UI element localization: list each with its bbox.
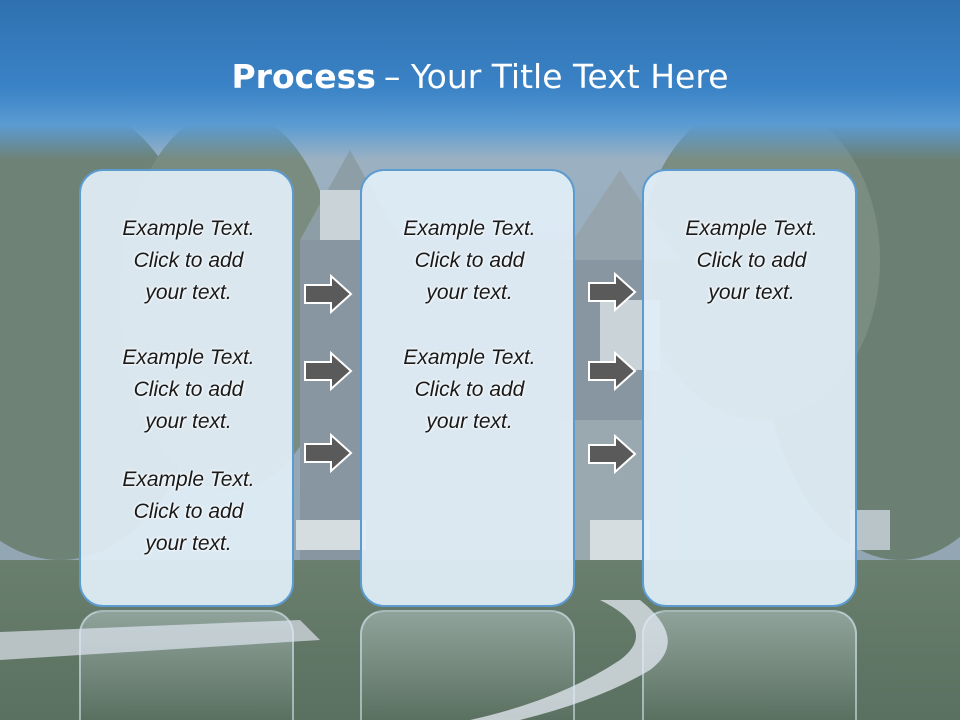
- title-rest: – Your Title Text Here: [383, 57, 729, 96]
- text-line: Example Text.: [403, 217, 536, 240]
- text-line: Example Text.: [122, 468, 255, 491]
- text-line: your text.: [145, 410, 232, 433]
- right-arrow-icon[interactable]: [587, 272, 637, 312]
- text-line: your text.: [426, 281, 513, 304]
- box-1-text-3[interactable]: Example Text. Click to add your text.: [81, 464, 296, 560]
- box-1-text-2[interactable]: Example Text. Click to add your text.: [81, 342, 296, 438]
- text-line: Example Text.: [122, 346, 255, 369]
- right-arrow-icon[interactable]: [303, 274, 353, 314]
- text-line: Click to add: [414, 378, 525, 401]
- text-line: Click to add: [414, 249, 525, 272]
- text-line: your text.: [145, 532, 232, 555]
- text-line: Click to add: [133, 378, 244, 401]
- right-arrow-icon[interactable]: [587, 351, 637, 391]
- text-line: Click to add: [133, 500, 244, 523]
- text-line: Click to add: [696, 249, 807, 272]
- box-2-text-2[interactable]: Example Text. Click to add your text.: [362, 342, 577, 438]
- text-line: Example Text.: [403, 346, 536, 369]
- process-box-3[interactable]: Example Text. Click to add your text.: [642, 169, 857, 607]
- right-arrow-icon[interactable]: [587, 434, 637, 474]
- box-3-text-1[interactable]: Example Text. Click to add your text.: [644, 213, 859, 309]
- text-line: your text.: [426, 410, 513, 433]
- box-1-reflection: [79, 610, 294, 720]
- text-line: Example Text.: [685, 217, 818, 240]
- text-line: your text.: [145, 281, 232, 304]
- process-box-1[interactable]: Example Text. Click to add your text. Ex…: [79, 169, 294, 607]
- right-arrow-icon[interactable]: [303, 351, 353, 391]
- box-2-reflection: [360, 610, 575, 720]
- box-2-text-1[interactable]: Example Text. Click to add your text.: [362, 213, 577, 309]
- text-line: Example Text.: [122, 217, 255, 240]
- slide-title[interactable]: Process– Your Title Text Here: [0, 52, 960, 102]
- text-line: your text.: [708, 281, 795, 304]
- right-arrow-icon[interactable]: [303, 433, 353, 473]
- box-3-reflection: [642, 610, 857, 720]
- box-1-text-1[interactable]: Example Text. Click to add your text.: [81, 213, 296, 309]
- header-band: [0, 0, 960, 160]
- title-strong: Process: [231, 57, 376, 96]
- text-line: Click to add: [133, 249, 244, 272]
- process-box-2[interactable]: Example Text. Click to add your text. Ex…: [360, 169, 575, 607]
